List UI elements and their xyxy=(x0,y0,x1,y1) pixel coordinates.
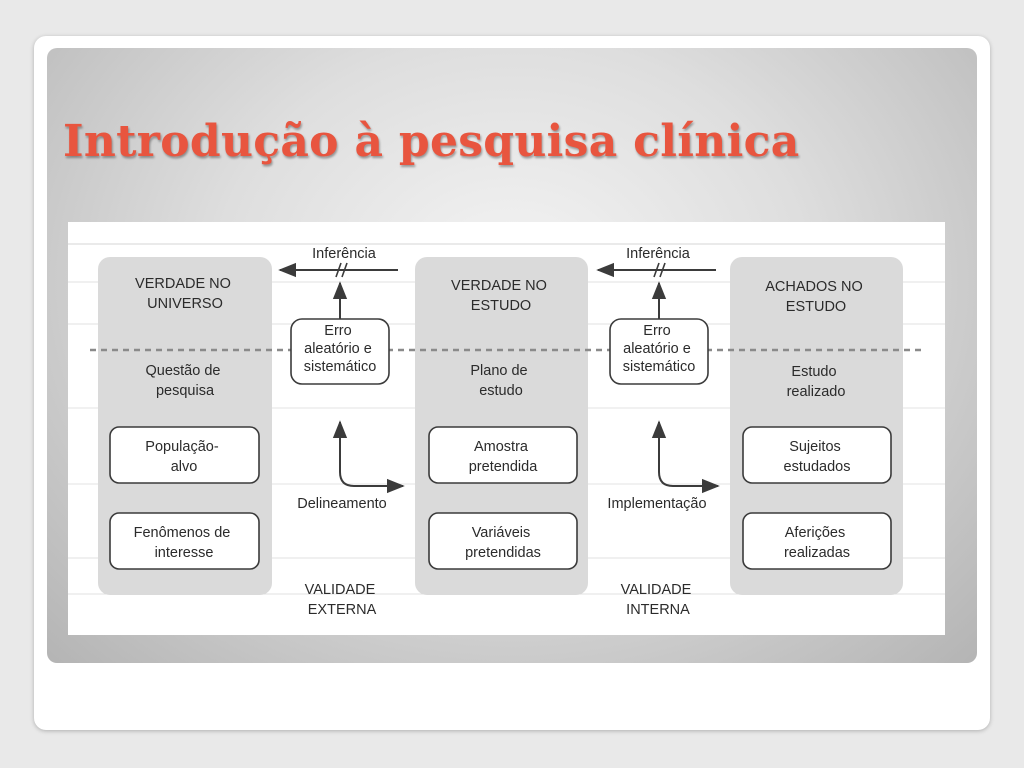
column-sublabel: Estudo realizado xyxy=(787,364,846,400)
validity-label: VALIDADE EXTERNA xyxy=(305,582,380,618)
error-label: Erro aleatório e sistemático xyxy=(623,323,696,375)
box-label: Amostra pretendida xyxy=(469,439,538,475)
box-label: Variáveis pretendidas xyxy=(465,525,541,561)
break-mark xyxy=(653,262,660,278)
box-label: População- alvo xyxy=(145,439,222,475)
box-intended-sample xyxy=(428,426,578,484)
column-bg-study xyxy=(415,257,588,595)
break-mark xyxy=(659,262,666,278)
step-label: Implementação xyxy=(607,496,706,512)
box-intended-variables xyxy=(428,512,578,570)
column-header: VERDADE NO UNIVERSO xyxy=(135,276,235,312)
inference-label: Inferência xyxy=(312,246,377,262)
box-target-population xyxy=(109,426,260,484)
column-sublabel: Questão de pesquisa xyxy=(145,363,224,399)
column-sublabel: Plano de estudo xyxy=(470,363,531,399)
box-measurements-made xyxy=(742,512,892,570)
box-label: Aferições realizadas xyxy=(784,525,850,561)
slide-title: Introdução à pesquisa clínica xyxy=(63,116,800,167)
column-header: VERDADE NO ESTUDO xyxy=(451,278,551,314)
inference-label: Inferência xyxy=(626,246,691,262)
diagram-figure: VERDADE NO UNIVERSO VERDADE NO ESTUDO AC… xyxy=(68,222,945,635)
error-label: Erro aleatório e sistemático xyxy=(304,323,377,375)
curved-arrow xyxy=(339,471,405,494)
box-phenomena-of-interest xyxy=(109,512,260,570)
box-subjects-studied xyxy=(742,426,892,484)
break-mark xyxy=(341,262,348,278)
column-header: ACHADOS NO ESTUDO xyxy=(765,279,867,315)
diagram-svg: VERDADE NO UNIVERSO VERDADE NO ESTUDO AC… xyxy=(68,243,945,618)
break-mark xyxy=(335,262,342,278)
curved-arrow xyxy=(658,471,720,494)
box-label: Sujeitos estudados xyxy=(784,439,851,475)
step-label: Delineamento xyxy=(297,496,386,512)
column-bg-universe xyxy=(98,257,272,595)
box-label: Fenômenos de interesse xyxy=(134,525,235,561)
validity-label: VALIDADE INTERNA xyxy=(621,582,696,618)
column-bg-findings xyxy=(730,257,903,595)
